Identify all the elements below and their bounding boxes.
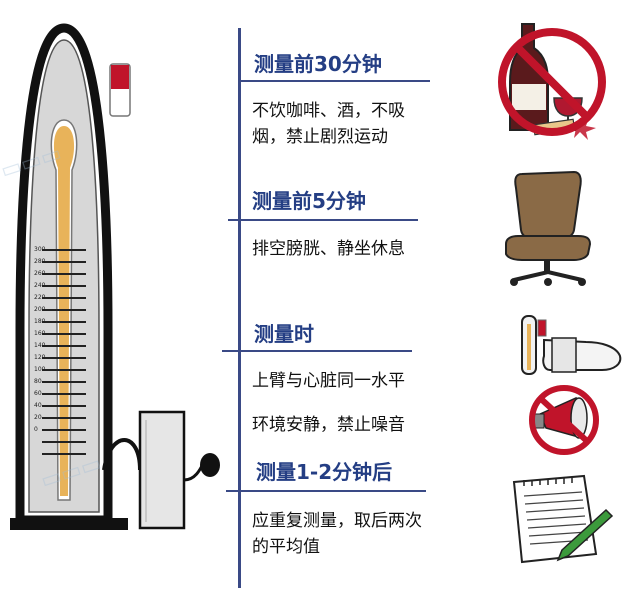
no-wine-no-smoking-icon <box>498 23 606 140</box>
step-2-line-1: 排空膀胱、静坐休息 <box>252 239 405 259</box>
gauge-tick-label: 240 <box>34 282 46 289</box>
step-4-text: 应重复测量，取后两次 的平均值 <box>252 508 422 560</box>
step-3-line-2: 环境安静，禁止噪音 <box>252 415 405 435</box>
notepad-pen-icon <box>512 474 614 564</box>
no-noise-icon <box>529 385 599 455</box>
gauge-tick-label: 40 <box>34 402 42 409</box>
step-3-line-1: 上臂与心脏同一水平 <box>252 371 405 391</box>
gauge-tick-label: 280 <box>34 258 46 265</box>
gauge-tick-label: 200 <box>34 306 46 313</box>
gauge-tick-label: 60 <box>34 390 42 397</box>
gauge-tick-label: 300 <box>34 246 46 253</box>
step-1-line-2: 烟，禁止剧烈运动 <box>252 127 388 147</box>
timeline-line <box>238 28 241 588</box>
step-2-heading: 测量前5分钟 <box>252 189 366 213</box>
chair-icon <box>505 170 592 286</box>
gauge-tick-label: 160 <box>34 330 46 337</box>
gauge-tick-label: 20 <box>34 414 42 421</box>
step-1-underline <box>240 80 430 82</box>
blood-pressure-monitor-icon <box>521 315 622 375</box>
step-4-line-1: 应重复测量，取后两次 <box>252 511 422 531</box>
step-2-underline <box>228 219 418 221</box>
step-3-text-b: 环境安静，禁止噪音 <box>252 412 405 438</box>
step-1-heading: 测量前30分钟 <box>254 52 382 76</box>
step-2-text: 排空膀胱、静坐休息 <box>252 236 405 262</box>
step-3-heading: 测量时 <box>254 322 314 346</box>
step-3-underline <box>222 350 412 352</box>
step-1-line-1: 不饮咖啡、酒，不吸 <box>252 101 405 121</box>
gauge-tick-label: 80 <box>34 378 42 385</box>
gauge-tick-label: 260 <box>34 270 46 277</box>
gauge-tick-label: 120 <box>34 354 46 361</box>
step-1-text: 不饮咖啡、酒，不吸 烟，禁止剧烈运动 <box>252 98 405 150</box>
gauge-tick-label: 100 <box>34 366 46 373</box>
step-3-text-a: 上臂与心脏同一水平 <box>252 368 405 394</box>
step-4-heading: 测量1-2分钟后 <box>256 460 393 484</box>
mercury-sphygmomanometer-illustration <box>10 23 220 530</box>
gauge-tick-label: 140 <box>34 342 46 349</box>
gauge-tick-label: 180 <box>34 318 46 325</box>
step-4-underline <box>226 490 426 492</box>
gauge-tick-label: 0 <box>34 426 38 433</box>
step-4-line-2: 的平均值 <box>252 537 320 557</box>
gauge-tick-label: 220 <box>34 294 46 301</box>
